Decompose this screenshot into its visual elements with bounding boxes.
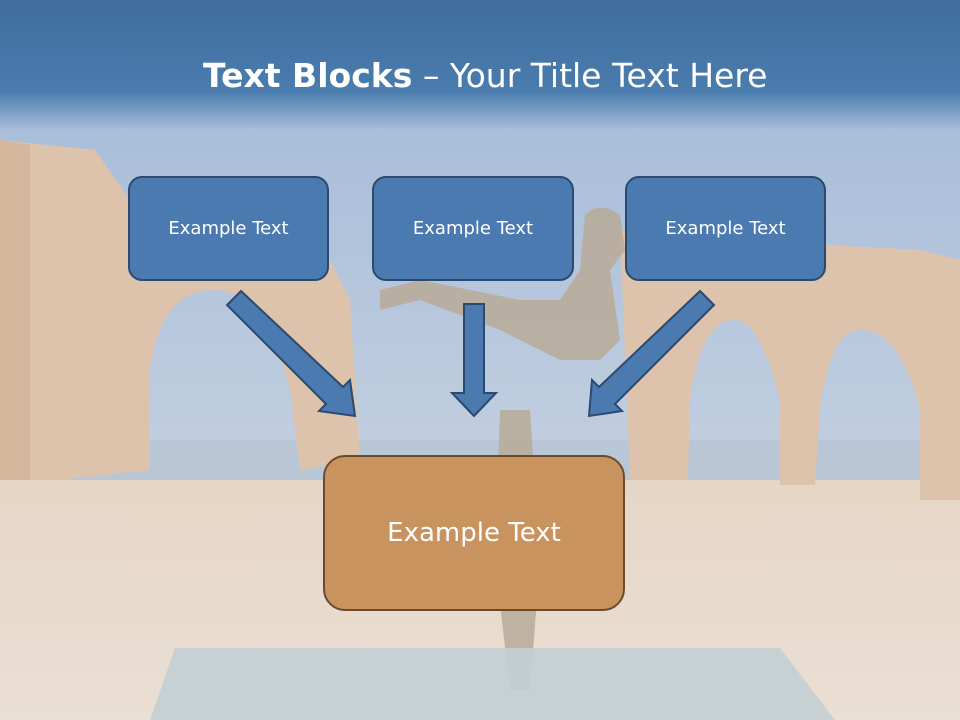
- arrow-left: [225, 289, 357, 418]
- text-block-3[interactable]: Example Text: [625, 176, 826, 281]
- slide-title: Text Blocks – Your Title Text Here: [203, 54, 767, 98]
- text-block-1[interactable]: Example Text: [128, 176, 329, 281]
- title-bold: Text Blocks: [203, 56, 413, 95]
- title-band: [0, 0, 960, 130]
- text-block-1-label: Example Text: [168, 218, 289, 239]
- target-block[interactable]: Example Text: [323, 455, 625, 611]
- arrow-right: [587, 289, 716, 418]
- arrow-center: [449, 303, 499, 418]
- title-rest: – Your Title Text Here: [412, 56, 768, 95]
- target-block-label: Example Text: [387, 518, 561, 548]
- text-block-3-label: Example Text: [665, 218, 786, 239]
- text-block-2[interactable]: Example Text: [372, 176, 574, 281]
- text-block-2-label: Example Text: [412, 218, 534, 239]
